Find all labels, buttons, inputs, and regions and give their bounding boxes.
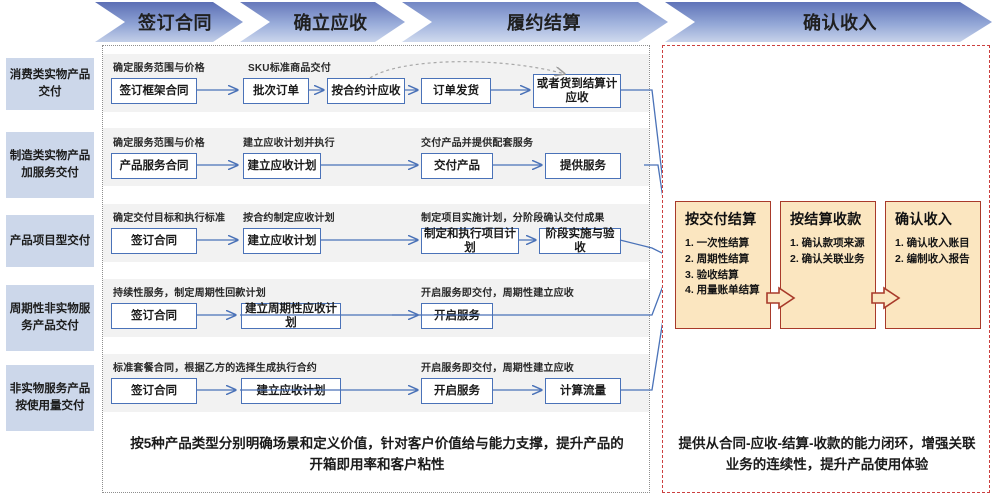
row-2-caption-2: 制定项目实施计划，分阶段确认交付成果: [421, 213, 605, 224]
row-2-caption-1: 按合约制定应收计划: [243, 213, 335, 224]
row-1-step-3[interactable]: 提供服务: [545, 153, 621, 179]
outcome-box-0-item-1: 2. 周期性结算: [685, 252, 750, 265]
row-4-step-1[interactable]: 建立应收计划: [241, 378, 341, 404]
row-0-step-4[interactable]: 或者货到结算计应收: [533, 74, 621, 108]
outcome-box-2-item-1: 2. 编制收入报告: [895, 252, 970, 265]
row-3-step-1[interactable]: 建立周期性应收计划: [241, 303, 341, 329]
outcome-box-1-list: 1. 确认款项来源 2. 确认关联业务: [790, 236, 867, 268]
row-1-caption-2: 交付产品并提供配套服务: [421, 138, 534, 149]
phase-label-0: 签订合同: [138, 13, 212, 33]
outcome-box-2[interactable]: 确认收入 1. 确认收入账目 2. 编制收入报告: [885, 201, 981, 329]
row-3-step-2[interactable]: 开启服务: [421, 303, 493, 329]
row-4-caption-1: 开启服务即交付，周期性建立应收: [421, 363, 574, 374]
outcome-box-2-item-0: 1. 确认收入账目: [895, 237, 970, 249]
row-1-step-2[interactable]: 交付产品: [421, 153, 493, 179]
row-3-caption-0: 持续性服务，制定周期性回款计划: [113, 288, 266, 299]
row-0-caption-0: 确定服务范围与价格: [113, 63, 205, 74]
row-1-caption-0: 确定服务范围与价格: [113, 138, 205, 149]
category-chip-4[interactable]: 非实物服务产品按使用量交付: [6, 365, 94, 431]
row-2-step-1[interactable]: 建立应收计划: [243, 228, 321, 254]
outcome-box-1-title: 按结算收款: [790, 211, 862, 227]
outcome-box-0-item-2: 3. 验收结算: [685, 268, 739, 281]
outcome-box-1-item-1: 2. 确认关联业务: [790, 252, 865, 265]
row-4-step-2[interactable]: 开启服务: [421, 378, 493, 404]
phase-label-1: 确立应收: [293, 13, 368, 33]
category-chip-2[interactable]: 产品项目型交付: [6, 215, 94, 267]
row-1-step-0[interactable]: 产品服务合同: [111, 153, 197, 179]
outcome-box-0-item-0: 1. 一次性结算: [685, 237, 750, 249]
outcome-box-2-list: 1. 确认收入账目 2. 编制收入报告: [895, 236, 972, 268]
row-0-step-0[interactable]: 签订框架合同: [111, 78, 197, 104]
row-0-step-1[interactable]: 批次订单: [243, 78, 309, 104]
right-summary-text: 提供从合同-应收-结算-收款的能力闭环，增强关联业务的连续性，提升产品使用体验: [678, 436, 976, 472]
revenue-capability-panel: 按交付结算 1. 一次性结算 2. 周期性结算 3. 验收结算 4. 用量账单结…: [662, 45, 990, 493]
outcome-box-0-list: 1. 一次性结算 2. 周期性结算 3. 验收结算 4. 用量账单结算: [685, 236, 762, 299]
category-chip-1[interactable]: 制造类实物产品加服务交付: [6, 132, 94, 198]
row-2-caption-0: 确定交付目标和执行标准: [113, 213, 226, 224]
phase-header-band: 签订合同 确立应收 履约结算 确认收入: [0, 0, 996, 44]
row-0-step-3[interactable]: 订单发货: [421, 78, 491, 104]
row-1-caption-1: 建立应收计划并执行: [243, 138, 335, 149]
row-2-step-0[interactable]: 签订合同: [111, 228, 197, 254]
row-2-step-2[interactable]: 制定和执行项目计划: [421, 228, 519, 254]
left-summary-text: 按5种产品类型分别明确场景和定义价值，针对客户价值给与能力支撑，提升产品的开箱即…: [130, 436, 624, 472]
row-4-step-0[interactable]: 签订合同: [111, 378, 197, 404]
phase-label-3: 确认收入: [803, 13, 877, 33]
row-2-step-3[interactable]: 阶段实施与验收: [539, 228, 621, 254]
phase-chevrons-svg: [95, 2, 992, 42]
outcome-box-1-item-0: 1. 确认款项来源: [790, 237, 865, 249]
row-0-step-2[interactable]: 按合约计应收: [327, 78, 405, 104]
outcome-box-0-title: 按交付结算: [685, 211, 757, 227]
row-3-caption-1: 开启服务即交付，周期性建立应收: [421, 288, 574, 299]
product-type-flow-panel: 确定服务范围与价格 SKU标准商品交付 签订框架合同 批次订单 按合约计应收 订…: [102, 45, 650, 493]
row-4-step-3[interactable]: 计算流量: [545, 378, 621, 404]
outcome-box-0-item-3: 4. 用量账单结算: [685, 284, 760, 297]
outcome-box-1[interactable]: 按结算收款 1. 确认款项来源 2. 确认关联业务: [780, 201, 876, 329]
outcome-box-2-title: 确认收入: [895, 211, 953, 227]
category-chip-3[interactable]: 周期性非实物服务产品交付: [6, 285, 94, 351]
row-3-step-0[interactable]: 签订合同: [111, 303, 197, 329]
outcome-box-0[interactable]: 按交付结算 1. 一次性结算 2. 周期性结算 3. 验收结算 4. 用量账单结…: [675, 201, 771, 329]
row-1-step-1[interactable]: 建立应收计划: [243, 153, 321, 179]
row-4-caption-0: 标准套餐合同，根据乙方的选择生成执行合约: [113, 363, 317, 374]
row-0-caption-1: SKU标准商品交付: [248, 63, 331, 74]
phase-label-2: 履约结算: [507, 13, 581, 33]
category-chip-0[interactable]: 消费类实物产品交付: [6, 58, 94, 110]
